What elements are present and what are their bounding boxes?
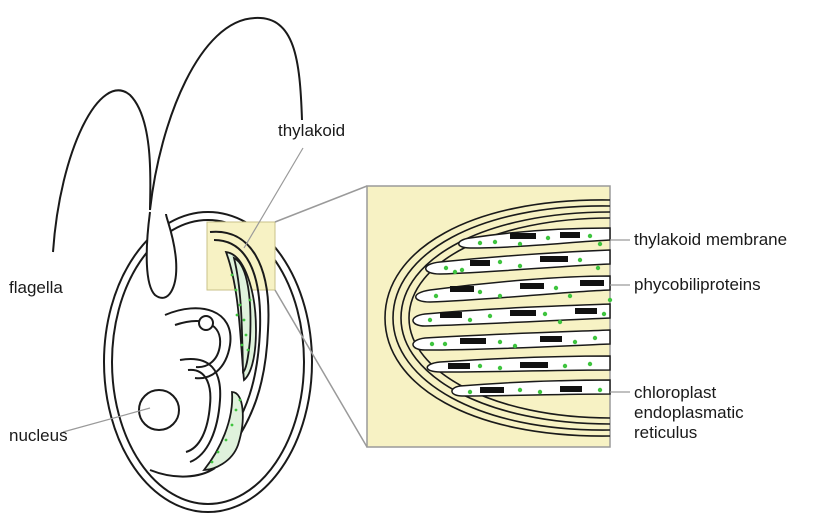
- zoom-connectors: [275, 186, 367, 447]
- label-chloroplast-er-line-1: chloroplast: [634, 383, 814, 403]
- gullet: [147, 212, 177, 298]
- label-chloroplast-er: chloroplast endoplasmatic reticulus: [634, 383, 814, 443]
- flagella-lines: [53, 18, 302, 252]
- label-nucleus: nucleus: [9, 426, 68, 446]
- small-vesicle: [199, 316, 213, 330]
- label-thylakoid: thylakoid: [278, 121, 345, 141]
- label-chloroplast-er-line-3: reticulus: [634, 423, 814, 443]
- label-phycobiliproteins: phycobiliproteins: [634, 275, 761, 295]
- label-flagella: flagella: [9, 278, 63, 298]
- label-thylakoid-membrane: thylakoid membrane: [634, 230, 787, 250]
- label-chloroplast-er-line-2: endoplasmatic: [634, 403, 814, 423]
